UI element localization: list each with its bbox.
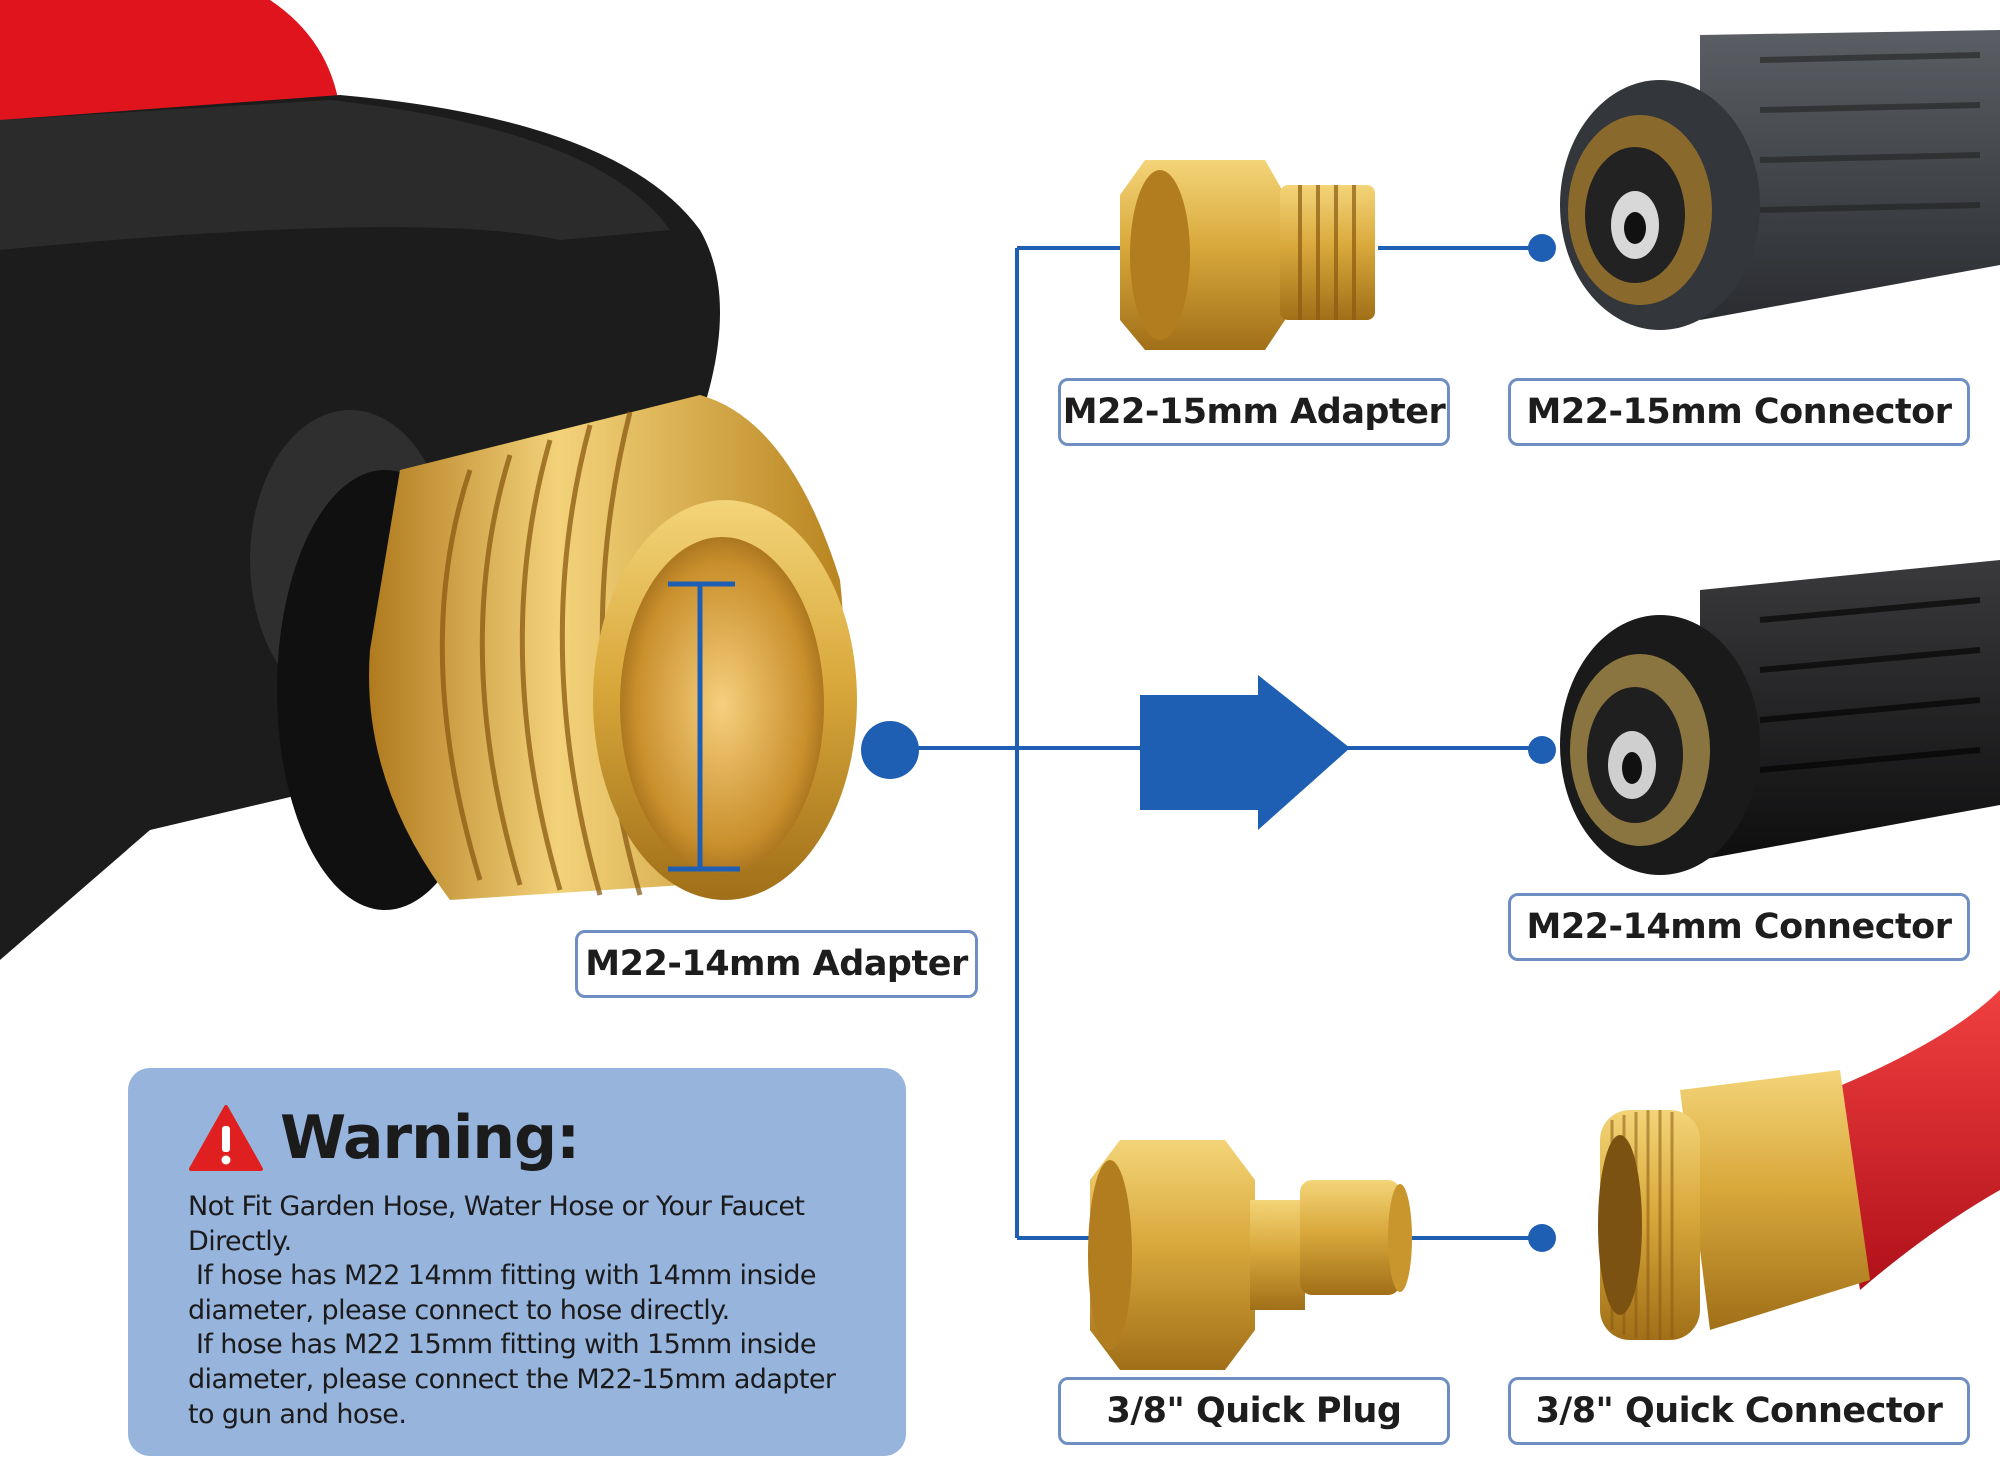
dot-m22-15mm-connector bbox=[1528, 234, 1556, 262]
warning-line: If hose has M22 14mm fitting with 14mm i… bbox=[188, 1260, 824, 1326]
warning-line: If hose has M22 15mm fitting with 15mm i… bbox=[188, 1329, 844, 1430]
warning-header: Warning: bbox=[188, 1092, 866, 1184]
warning-triangle-icon bbox=[189, 1105, 263, 1171]
m22-14mm-adapter-image bbox=[277, 395, 857, 910]
dot-m22-14mm-connector bbox=[1528, 736, 1556, 764]
quick-connector-image bbox=[1598, 990, 2000, 1340]
quick-plug-image bbox=[1088, 1140, 1412, 1370]
label-m22-15mm-adapter: M22-15mm Adapter bbox=[1058, 378, 1450, 446]
m22-15mm-connector-image bbox=[1560, 30, 2000, 330]
warning-title: Warning: bbox=[280, 1103, 580, 1173]
m22-14mm-connector-image bbox=[1560, 560, 2000, 875]
gun-port-dot bbox=[861, 721, 919, 779]
warning-line: Not Fit Garden Hose, Water Hose or Your … bbox=[188, 1191, 805, 1257]
label-m22-14mm-connector: M22-14mm Connector bbox=[1508, 893, 1970, 961]
arrow-right-icon bbox=[1140, 675, 1350, 830]
warning-text: Not Fit Garden Hose, Water Hose or Your … bbox=[188, 1190, 866, 1432]
m22-15mm-adapter-image bbox=[1120, 160, 1375, 350]
label-m22-15mm-connector: M22-15mm Connector bbox=[1508, 378, 1970, 446]
dot-quick-connector bbox=[1528, 1224, 1556, 1252]
warning-box: Warning: Not Fit Garden Hose, Water Hose… bbox=[128, 1068, 906, 1456]
label-quick-connector: 3/8" Quick Connector bbox=[1508, 1377, 1970, 1445]
label-quick-plug: 3/8" Quick Plug bbox=[1058, 1377, 1450, 1445]
label-m22-14mm-adapter: M22-14mm Adapter bbox=[575, 930, 978, 998]
